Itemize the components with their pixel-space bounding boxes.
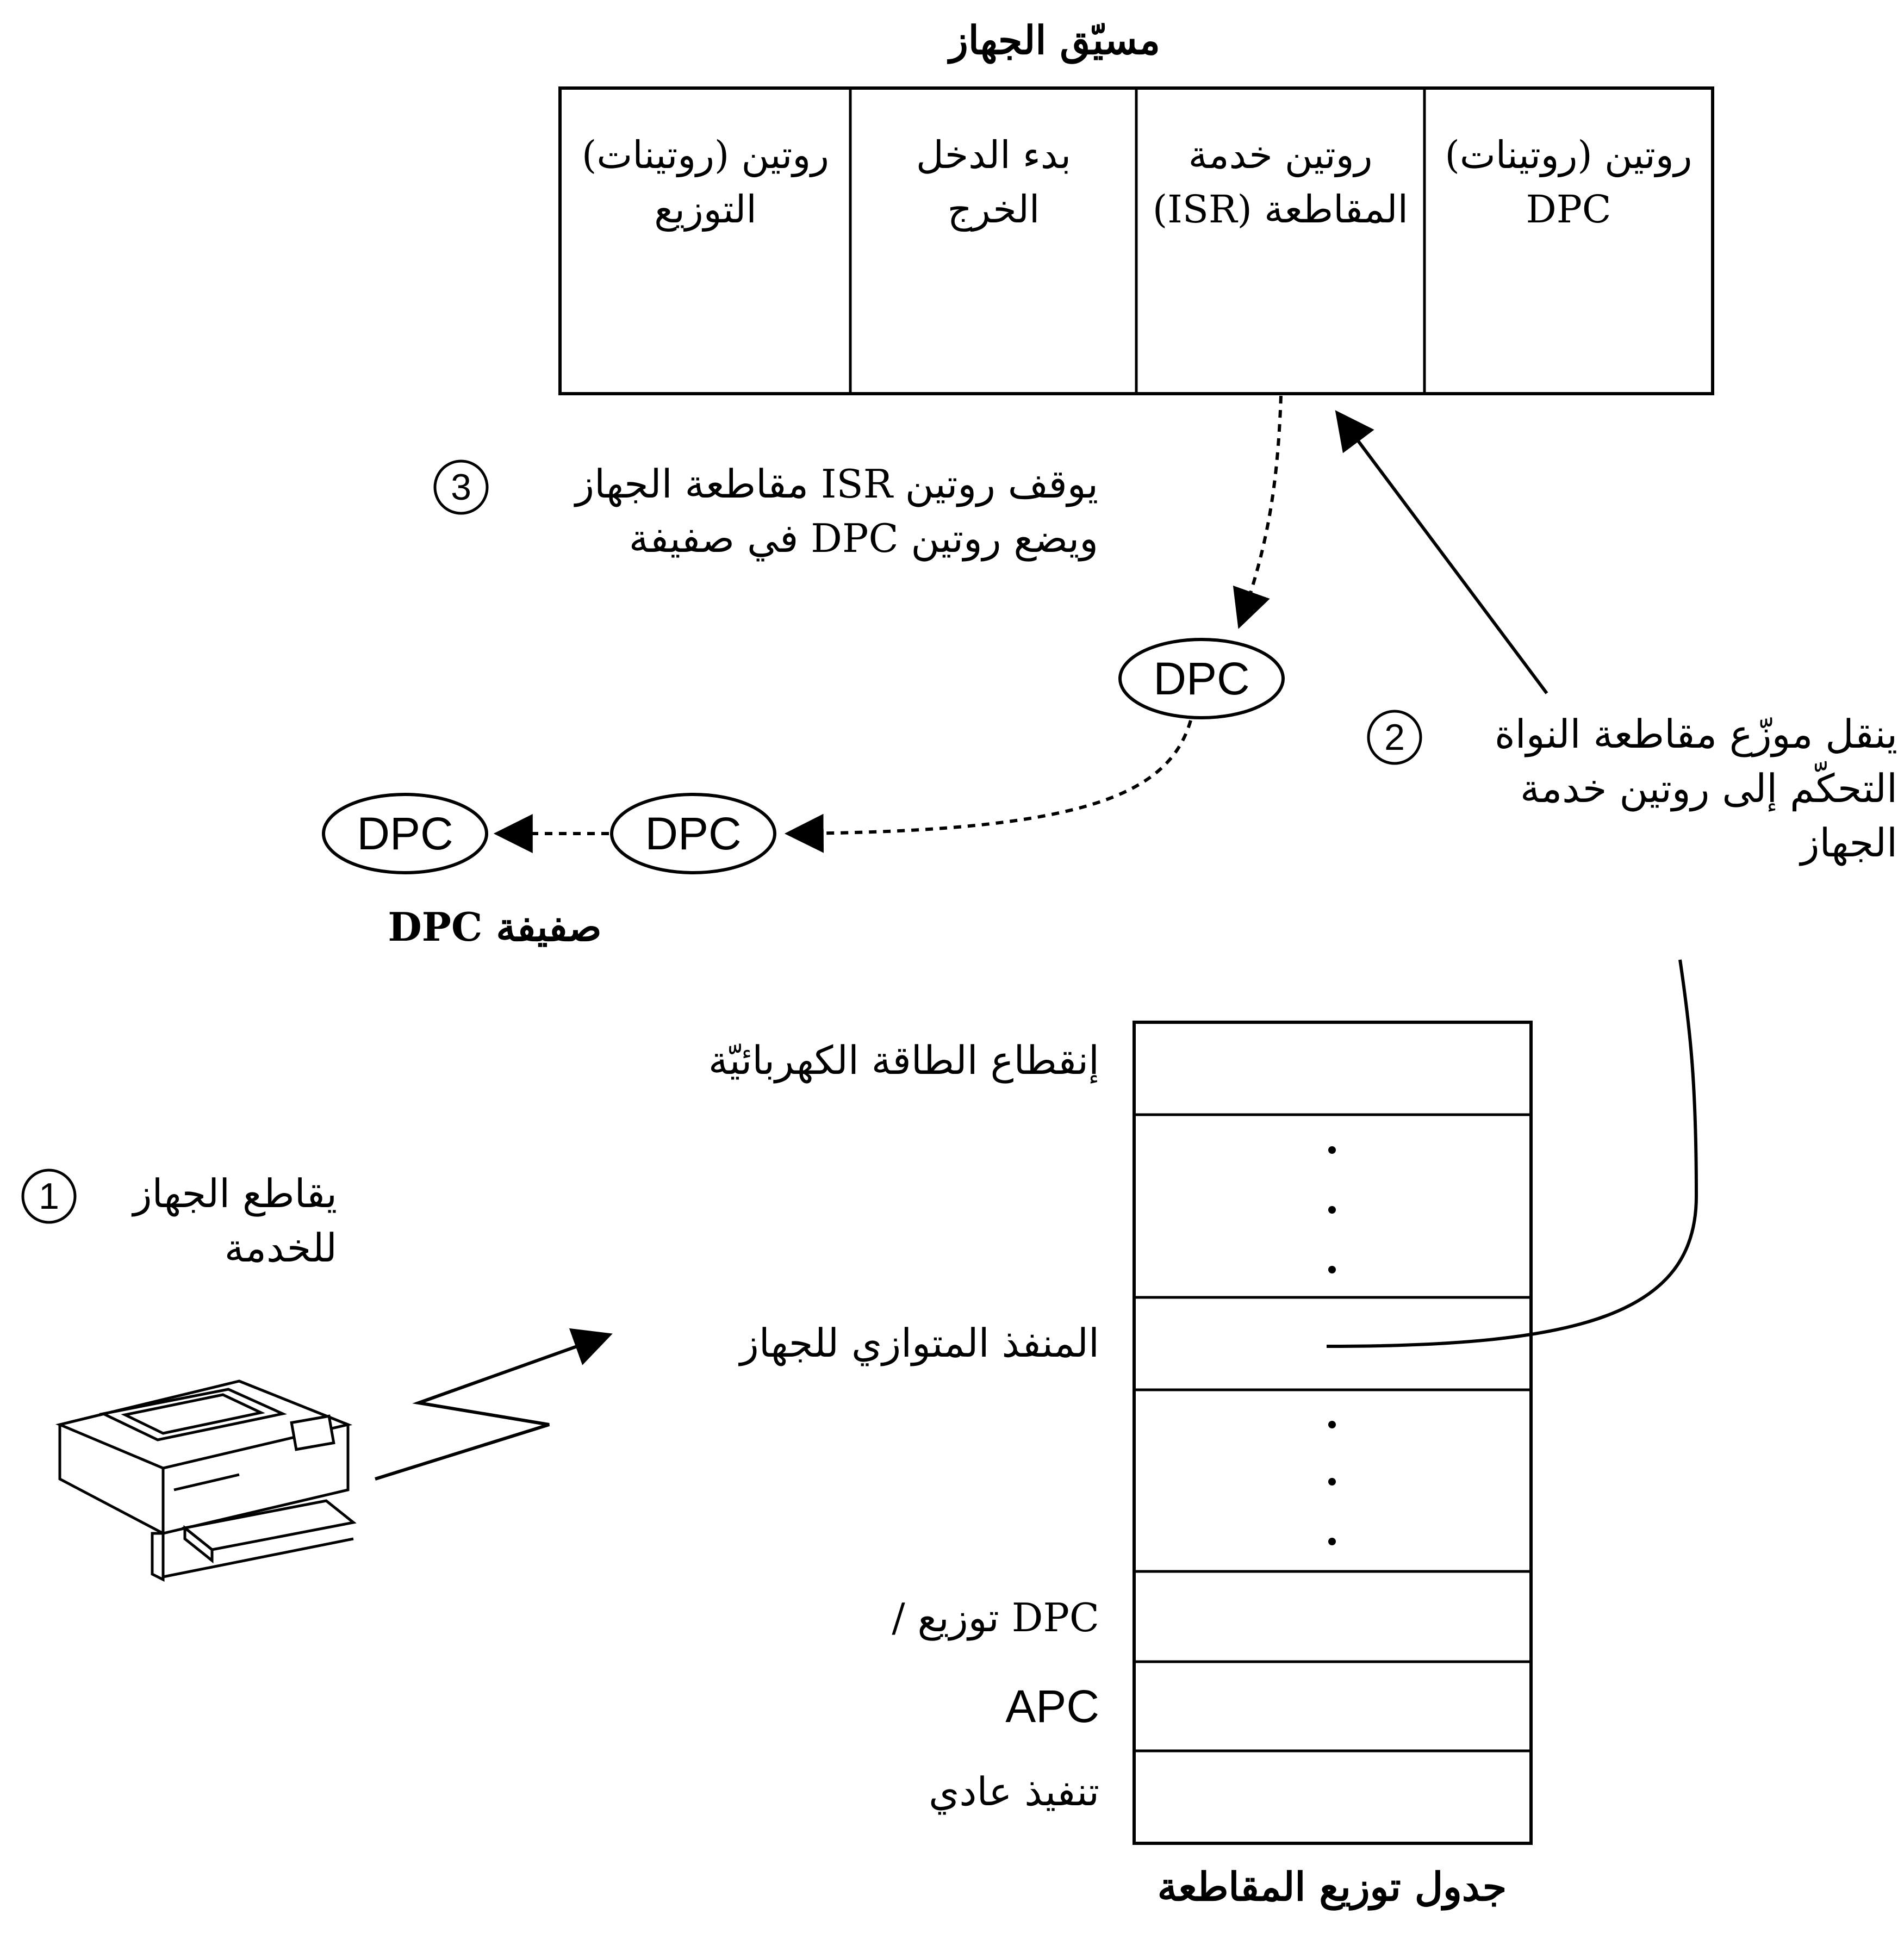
driver-cell-dpc-line1: روتين (روتينات) xyxy=(1427,128,1710,182)
step2-text: ينقل موزّع مقاطعة النواة التحكّم إلى روت… xyxy=(1430,707,1897,870)
printer-icon xyxy=(60,1381,353,1580)
row-label-normal: تنفيذ عادي xyxy=(929,1764,1099,1819)
dpc-top-to-middle-arrow xyxy=(788,720,1191,834)
step3-text: يوقف روتين ISR مقاطعة الجهاز ويضع روتين … xyxy=(500,457,1098,565)
row-label-parallel-port: المنفذ المتوازي للجهاز xyxy=(740,1316,1099,1370)
step1-number: 1 xyxy=(23,1170,75,1222)
dpc-label-middle: DPC xyxy=(612,796,775,872)
driver-cell-dispatch: روتين (روتينات) التوزيع xyxy=(563,128,848,237)
dpc-label-left: DPC xyxy=(323,796,487,872)
driver-cell-isr-line2: المقاطعة (ISR) xyxy=(1139,182,1422,237)
step3-number: 3 xyxy=(435,461,487,513)
dispatch-table xyxy=(1134,1022,1531,1843)
row-label-apc: APC xyxy=(1005,1679,1099,1733)
driver-cell-dispatch-line1: روتين (روتينات) xyxy=(563,128,848,182)
step3-line2: ويضع روتين DPC في صفيفة xyxy=(500,511,1098,565)
driver-cell-dpc-line2: DPC xyxy=(1427,182,1710,237)
dpc-label-top: DPC xyxy=(1120,641,1283,717)
driver-cell-io: بدء الدخل الخرج xyxy=(854,128,1134,237)
step1-line2: للخدمة xyxy=(87,1221,337,1275)
row-label-dpc-dispatch: DPC توزيع / xyxy=(892,1590,1099,1645)
driver-cell-isr-line1: روتين خدمة xyxy=(1139,128,1422,182)
step3-line1: يوقف روتين ISR مقاطعة الجهاز xyxy=(500,457,1098,511)
dispatch-row-curve xyxy=(1327,960,1696,1346)
step2-line3: الجهاز xyxy=(1430,816,1897,870)
dpc-queue-caption: صفيفة DPC xyxy=(353,900,636,954)
driver-cell-io-line2: الخرج xyxy=(854,182,1134,237)
driver-cell-isr: روتين خدمة المقاطعة (ISR) xyxy=(1139,128,1422,237)
driver-cell-io-line1: بدء الدخل xyxy=(854,128,1134,182)
driver-cell-dpc: روتين (روتينات) DPC xyxy=(1427,128,1710,237)
step2-number: 2 xyxy=(1368,711,1421,763)
step1-text: يقاطع الجهاز للخدمة xyxy=(87,1166,337,1275)
step2-line2: التحكّم إلى روتين خدمة xyxy=(1430,761,1897,816)
driver-cell-dispatch-line2: التوزيع xyxy=(563,182,848,237)
dispatcher-to-isr-arrow xyxy=(1337,413,1547,693)
isr-to-dpc-arrow xyxy=(1240,396,1281,625)
driver-title: مسيّق الجهاز xyxy=(946,13,1163,67)
dispatch-table-caption: جدول توزيع المقاطعة xyxy=(1115,1860,1550,1914)
step2-line1: ينقل موزّع مقاطعة النواة xyxy=(1430,707,1897,761)
row-label-power-fail: إنقطاع الطاقة الكهربائيّة xyxy=(708,1033,1099,1087)
step1-line1: يقاطع الجهاز xyxy=(87,1166,337,1221)
interrupt-signal-arrow xyxy=(375,1335,609,1479)
